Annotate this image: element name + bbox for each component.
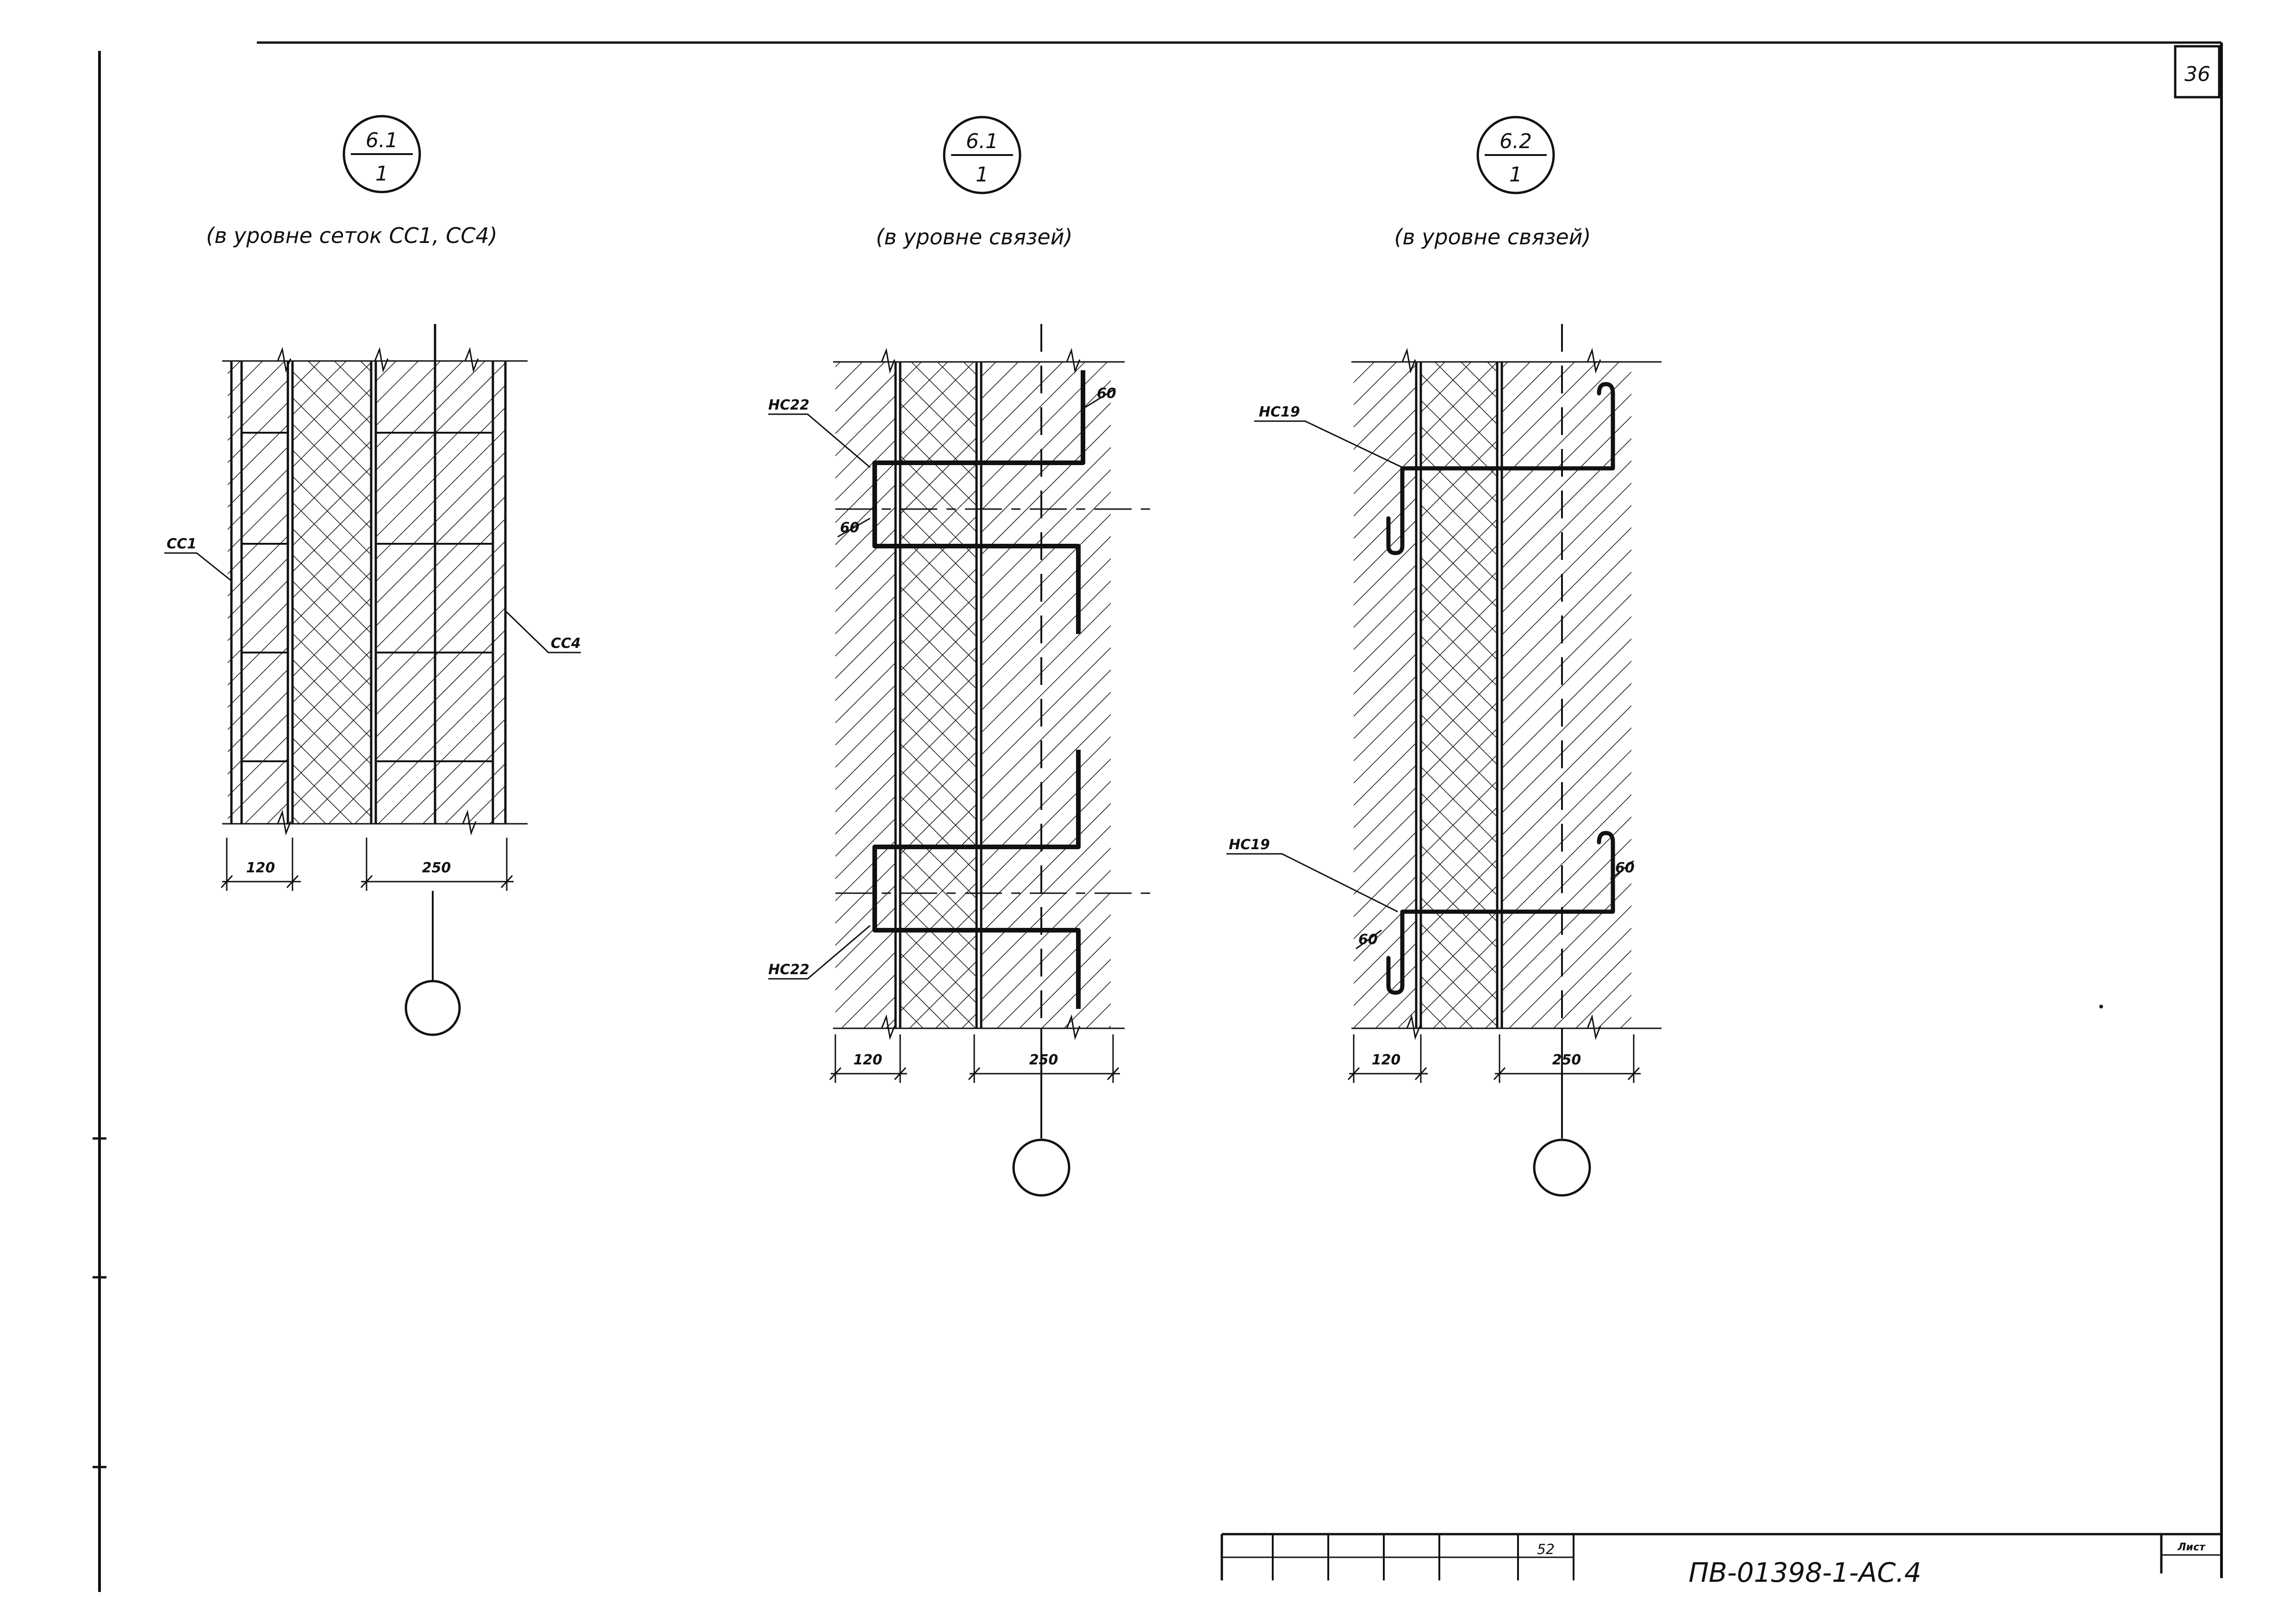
detail-3-leaders: [1226, 420, 1634, 950]
label-cc1: СС1: [167, 536, 197, 552]
detail-1-dim-120: 120: [246, 860, 275, 876]
detail-3: 6.2 1 (в уровне связей): [1226, 116, 1661, 1197]
detail-3-wall-section: [1351, 324, 1661, 1040]
detail-1-dim-250: 250: [422, 860, 451, 876]
detail-3-dim-250: 250: [1552, 1052, 1581, 1068]
detail-2-hook-dim-top: 60: [1097, 386, 1116, 402]
detail-2-dim-250: 250: [1029, 1052, 1058, 1068]
detail-2: 6.1 1 (в уровне связей): [768, 116, 1152, 1197]
detail-1-leaders: [164, 552, 581, 653]
svg-text:6.2: 6.2: [1500, 130, 1532, 153]
sheet-label: Лист: [2177, 1542, 2206, 1553]
svg-text:1: 1: [375, 162, 388, 186]
svg-text:6.1: 6.1: [366, 129, 398, 152]
label-nc19-top: НС19: [1259, 404, 1300, 420]
document-code: ПВ-01398-1-АС.4: [1688, 1557, 1921, 1588]
detail-2-wall-section: [833, 324, 1152, 1040]
detail-2-hook-dim-left: 60: [840, 520, 859, 536]
detail-2-caption: (в уровне связей): [876, 224, 1072, 249]
svg-text:1: 1: [976, 163, 989, 187]
detail-3-axis-marker: [1533, 1028, 1591, 1197]
label-nc19-bottom: НС19: [1229, 837, 1270, 853]
detail-3-hook-dim-right: 60: [1615, 860, 1635, 876]
detail-3-dimensions: [1347, 1034, 1641, 1083]
label-nc22-bottom: НС22: [768, 962, 809, 978]
detail-3-mark: 6.2 1: [1476, 116, 1555, 194]
sheet-number-box: 36: [2174, 45, 2221, 99]
detail-1-axis-marker: [404, 891, 461, 1036]
detail-2-axis-marker: [1012, 1028, 1070, 1197]
detail-3-caption: (в уровне связей): [1394, 224, 1591, 249]
label-cc4: СС4: [551, 635, 581, 652]
detail-1-dimensions: [220, 838, 514, 891]
detail-2-dim-120: 120: [853, 1052, 883, 1068]
detail-2-mark: 6.1 1: [943, 116, 1021, 194]
detail-2-dimensions: [829, 1034, 1120, 1083]
sheet-number: 36: [2184, 62, 2210, 86]
stray-dot: [2099, 1005, 2103, 1008]
detail-1-wall-section: [222, 324, 528, 836]
detail-1-mark: 6.1 1: [342, 115, 421, 193]
detail-1: 6.1 1 (в уровне сеток СС1, СС4): [164, 115, 581, 1036]
title-block: [1220, 1533, 2221, 1580]
svg-text:1: 1: [1509, 163, 1522, 187]
detail-3-hook-dim-left: 60: [1358, 932, 1378, 948]
detail-3-dim-120: 120: [1372, 1052, 1401, 1068]
label-nc22-top: НС22: [768, 397, 809, 413]
svg-text:6.1: 6.1: [966, 130, 998, 153]
detail-1-caption: (в уровне сеток СС1, СС4): [206, 223, 498, 248]
detail-2-leaders: [768, 388, 1116, 980]
small-mark: 52: [1537, 1542, 1555, 1558]
sheet-frame: [93, 41, 2223, 1592]
